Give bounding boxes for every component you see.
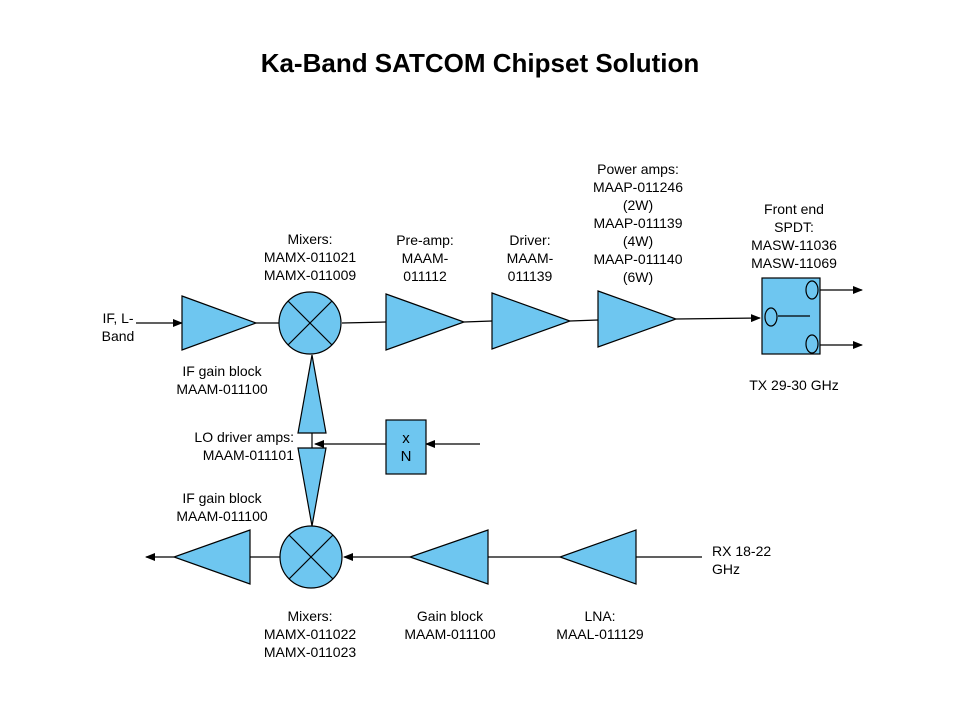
label-if-input-line: Band (101, 328, 135, 344)
multiplier-box (385, 419, 427, 475)
if-gain-rx-amp (172, 529, 251, 585)
label-lna-line: MAAL-011129 (556, 626, 644, 642)
mixer-tx (278, 291, 342, 355)
label-driver: Driver: MAAM- 011139 (480, 231, 580, 285)
label-preamp-line: Pre-amp: (396, 232, 454, 248)
label-power-amps-line: (4W) (622, 233, 654, 249)
label-mixers-rx-line: Mixers: (287, 608, 333, 624)
label-driver-line: 011139 (507, 268, 553, 284)
wire-mixer-to-preamp (341, 321, 387, 324)
wire-preamp-to-driver (463, 320, 493, 323)
label-if-gain-tx-line: MAAM-011100 (176, 381, 268, 397)
label-mixers-rx-line: MAMX-011022 (263, 626, 357, 642)
label-rx-band-line: GHz (712, 561, 740, 577)
lna-amp (558, 529, 637, 585)
label-if-input: IF, L- Band (84, 309, 152, 345)
label-preamp: Pre-amp: MAAM- 011112 (375, 231, 475, 285)
mixer-rx (279, 525, 343, 589)
page-title: Ka-Band SATCOM Chipset Solution (260, 48, 700, 78)
if-gain-tx-amp (181, 295, 258, 351)
label-preamp-line: 011112 (403, 268, 447, 284)
label-mixers-tx-line: MAMX-011021 (263, 249, 357, 265)
label-power-amps-line: MAAP-011139 (593, 215, 683, 231)
label-power-amps-line: (2W) (622, 197, 654, 213)
label-rx-band-line: RX 18-22 (712, 543, 772, 559)
label-mixers-tx-line: Mixers: (287, 231, 333, 247)
label-gain-block-rx-line: Gain block (416, 608, 484, 624)
label-front-end-line: Front end (764, 201, 824, 217)
driver-amp (491, 292, 572, 350)
label-driver-line: Driver: (509, 232, 551, 248)
label-power-amps-line: (6W) (622, 269, 654, 285)
label-tx-band-line: TX 29-30 GHz (749, 377, 839, 393)
switch-port-top (805, 280, 819, 300)
label-multiplier-line: x (402, 430, 410, 447)
label-if-input-line: IF, L- (102, 310, 134, 326)
switch-port-bottom (805, 334, 819, 354)
label-power-amps-line: MAAP-011140 (593, 251, 683, 267)
lo-driver-amp-down (297, 447, 327, 527)
label-lo-driver-line: LO driver amps: (194, 429, 294, 445)
label-front-end-line: MASW-11069 (751, 255, 837, 271)
label-preamp-line: MAAM- (401, 250, 449, 266)
label-lo-driver: LO driver amps: MAAM-011101 (164, 428, 294, 464)
preamp-amp (385, 293, 466, 351)
label-front-end-line: SPDT: (774, 219, 814, 235)
switch-port-common (764, 307, 778, 327)
label-tx-band: TX 29-30 GHz (734, 376, 854, 394)
label-gain-block-rx-line: MAAM-011100 (404, 626, 496, 642)
label-front-end-line: MASW-11036 (751, 237, 837, 253)
label-lna-line: LNA: (584, 608, 616, 624)
label-if-gain-tx-line: IF gain block (182, 363, 262, 379)
lo-driver-amp-up (297, 354, 327, 434)
label-if-gain-rx-line: MAAM-011100 (176, 508, 268, 524)
label-driver-line: MAAM- (506, 250, 554, 266)
label-mixers-rx-line: MAMX-011023 (263, 644, 357, 660)
label-multiplier-line: N (400, 448, 412, 465)
wire-pa-to-switch (675, 314, 761, 323)
label-if-gain-rx-line: IF gain block (182, 490, 262, 506)
power-amp (597, 290, 678, 348)
label-power-amps: Power amps: MAAP-011246 (2W) MAAP-011139 (4W… (578, 160, 698, 286)
label-lo-driver-line: MAAM-011101 (202, 447, 294, 463)
label-lna: LNA: MAAL-011129 (540, 607, 660, 643)
gain-block-rx-amp (408, 529, 489, 585)
label-power-amps-line: Power amps: (597, 161, 679, 177)
label-mixers-tx-line: MAMX-011009 (263, 267, 357, 283)
wire-driver-to-pa (569, 319, 599, 322)
label-power-amps-line: MAAP-011246 (592, 179, 683, 195)
